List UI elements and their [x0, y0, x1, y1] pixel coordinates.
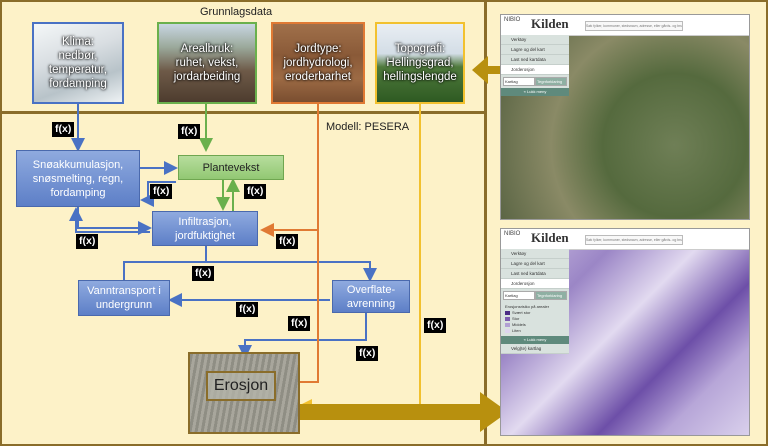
app-header: NIBIO Kilden Søk fylker, kommuner, steds… [501, 229, 749, 250]
sidebar-item-save[interactable]: Lagre og del kart [501, 45, 569, 55]
input-data-title: Grunnlagsdata [200, 6, 273, 18]
sidebar-item-erosion[interactable]: Jorderosjon [501, 65, 569, 75]
hide-menu-button[interactable]: « Lukk meny [501, 88, 569, 96]
erosion-label: Erosjon [206, 371, 276, 401]
kilden-screenshot-2: NIBIO Kilden Søk fylker, kommuner, steds… [500, 228, 750, 436]
legend-entry: Liten [505, 328, 565, 334]
sidebar-item-download[interactable]: Last ned kartdata [501, 55, 569, 65]
fx-label: f(x) [276, 234, 299, 249]
fx-label: f(x) [150, 184, 173, 199]
soil-type-input: Jordtype: jordhydrologi, eroderbarhet [271, 22, 365, 104]
nibio-logo: NIBIO [504, 231, 521, 237]
map-legend: Erosjonsrisiko på arealer Svært stor Sto… [501, 302, 569, 336]
infil-to-snow-arrow [69, 207, 150, 233]
fx-label: f(x) [178, 124, 201, 139]
sidebar-item-save[interactable]: Lagre og del kart [501, 259, 569, 269]
fx-label: f(x) [192, 266, 215, 281]
tab-layers[interactable]: Kartlag [503, 77, 535, 86]
legend-swatch [505, 316, 510, 321]
legend-entry: Middels [505, 322, 565, 328]
surface-runoff-node: Overflate- avrenning [332, 280, 410, 313]
legend-label: Stor [512, 316, 520, 321]
fx-label: f(x) [244, 184, 267, 199]
sidebar-item-erosion[interactable]: Jorderosjon [501, 279, 569, 289]
legend-label: Svært stor [512, 310, 531, 315]
groundwater-node: Vanntransport i undergrunn [78, 280, 170, 316]
tab-bar: Kartlag Tegnforklaring [503, 291, 567, 300]
nibio-logo: NIBIO [504, 17, 521, 23]
app-header: NIBIO Kilden Søk fylker, kommuner, steds… [501, 15, 749, 36]
sidebar-item-tools[interactable]: Verktøy [501, 35, 569, 45]
search-input[interactable]: Søk fylker, kommuner, stedsnavn, adresse… [585, 235, 683, 245]
erosion-photo: Erosjon [188, 352, 300, 434]
infil-to-lower-arrows [123, 246, 370, 280]
topography-input-label: Topografi: Hellingsgrad, hellingslengde [383, 43, 457, 83]
plant-to-snow-arrow [140, 181, 176, 207]
search-input[interactable]: Søk fylker, kommuner, stedsnavn, adresse… [585, 21, 683, 31]
snow-node: Snøakkumulasjon, snøsmelting, regn, ford… [16, 150, 140, 207]
sidebar-item-tools[interactable]: Verktøy [501, 249, 569, 259]
tab-legend[interactable]: Tegnforklaring [535, 291, 567, 300]
legend-swatch [505, 328, 510, 333]
model-label: Modell: PESERA [326, 121, 410, 133]
legend-label: Liten [512, 328, 521, 333]
legend-entry: Svært stor [505, 310, 565, 316]
sidebar-item-selected-layers[interactable]: Velg(te) kartlag [501, 344, 569, 354]
over-to-erosion-arrow [238, 313, 367, 359]
fx-label: f(x) [424, 318, 447, 333]
legend-entry: Stor [505, 316, 565, 322]
tab-layers[interactable]: Kartlag [503, 291, 535, 300]
snow-to-infil-arrow [77, 207, 152, 235]
hide-menu-button[interactable]: « Lukk meny [501, 336, 569, 344]
fx-label: f(x) [52, 122, 75, 137]
app-title: Kilden [531, 16, 569, 31]
sidebar-menu: Verktøy Lagre og del kart Last ned kartd… [501, 35, 569, 96]
tab-legend[interactable]: Tegnforklaring [535, 77, 567, 86]
kilden-screenshot-1: NIBIO Kilden Søk fylker, kommuner, steds… [500, 14, 750, 220]
fx-label: f(x) [76, 234, 99, 249]
tab-bar: Kartlag Tegnforklaring [503, 77, 567, 86]
climate-input: Klima: nedbør, temperatur, fordamping [32, 22, 124, 104]
plant-growth-node: Plantevekst [178, 155, 284, 180]
legend-swatch [505, 322, 510, 327]
sidebar-menu: Verktøy Lagre og del kart Last ned kartd… [501, 249, 569, 354]
land-use-input-label: Arealbruk: ruhet, vekst, jordarbeiding [173, 43, 241, 83]
fx-label: f(x) [356, 346, 379, 361]
legend-label: Middels [512, 322, 526, 327]
erosion-to-screens-arrow [300, 392, 508, 432]
screens-to-input-arrow [472, 56, 500, 84]
fx-label: f(x) [288, 316, 311, 331]
app-title: Kilden [531, 230, 569, 245]
topography-input: Topografi: Hellingsgrad, hellingslengde [375, 22, 465, 104]
climate-input-label: Klima: nedbør, temperatur, fordamping [48, 36, 108, 90]
land-use-input: Arealbruk: ruhet, vekst, jordarbeiding [157, 22, 257, 104]
infiltration-node: Infiltrasjon, jordfuktighet [152, 211, 258, 246]
legend-title: Erosjonsrisiko på arealer [505, 304, 550, 309]
legend-swatch [505, 310, 510, 315]
fx-label: f(x) [236, 302, 259, 317]
sidebar-item-download[interactable]: Last ned kartdata [501, 269, 569, 279]
soil-type-input-label: Jordtype: jordhydrologi, eroderbarhet [283, 43, 353, 83]
